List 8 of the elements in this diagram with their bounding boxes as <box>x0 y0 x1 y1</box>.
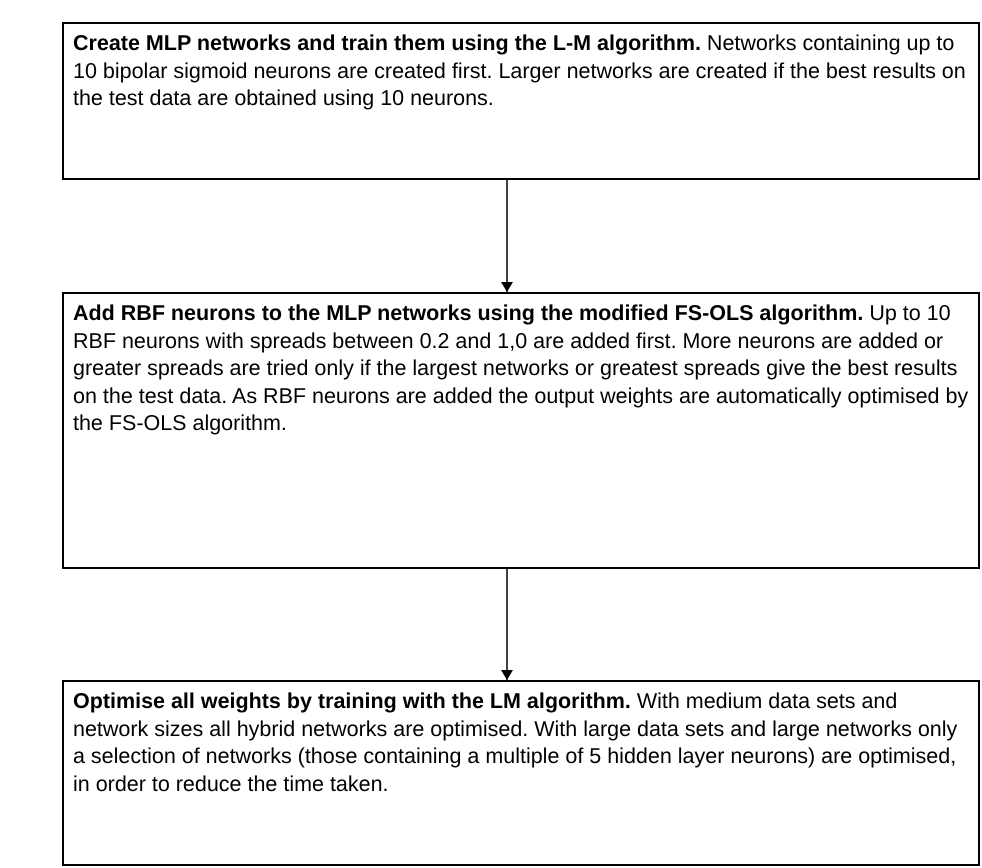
process-box <box>62 292 980 569</box>
step-description: Add RBF neurons to the MLP networks using the modified FS-OLS algorithm. Up to 10 RBF neurons with spreads between 0.2 and 1,0 are added first. More neurons are added or greater spreads are tried only if the largest networks or greatest spreads give the best results on the test data. As RBF neurons are added the output weights are automatically optimised by the FS-OLS algorithm. <box>73 300 969 437</box>
arrow <box>501 569 513 680</box>
process-box <box>62 680 980 866</box>
step-description: Optimise all weights by training with the LM algorithm. With medium data sets and network sizes all hybrid networks are optimised. With large data sets and large networks only a selection of networks (those containing a multiple of 5 hidden layer neurons) are optimised, in order to reduce the time taken. <box>73 688 958 798</box>
step-description: Create MLP networks and train them using the L-M algorithm. Networks containing up to 10 bipolar sigmoid neurons are created first. Larger networks are created if the best results on the test data are obtained using 10 neurons. <box>73 30 967 112</box>
arrow <box>501 180 513 292</box>
process-box <box>62 22 980 180</box>
